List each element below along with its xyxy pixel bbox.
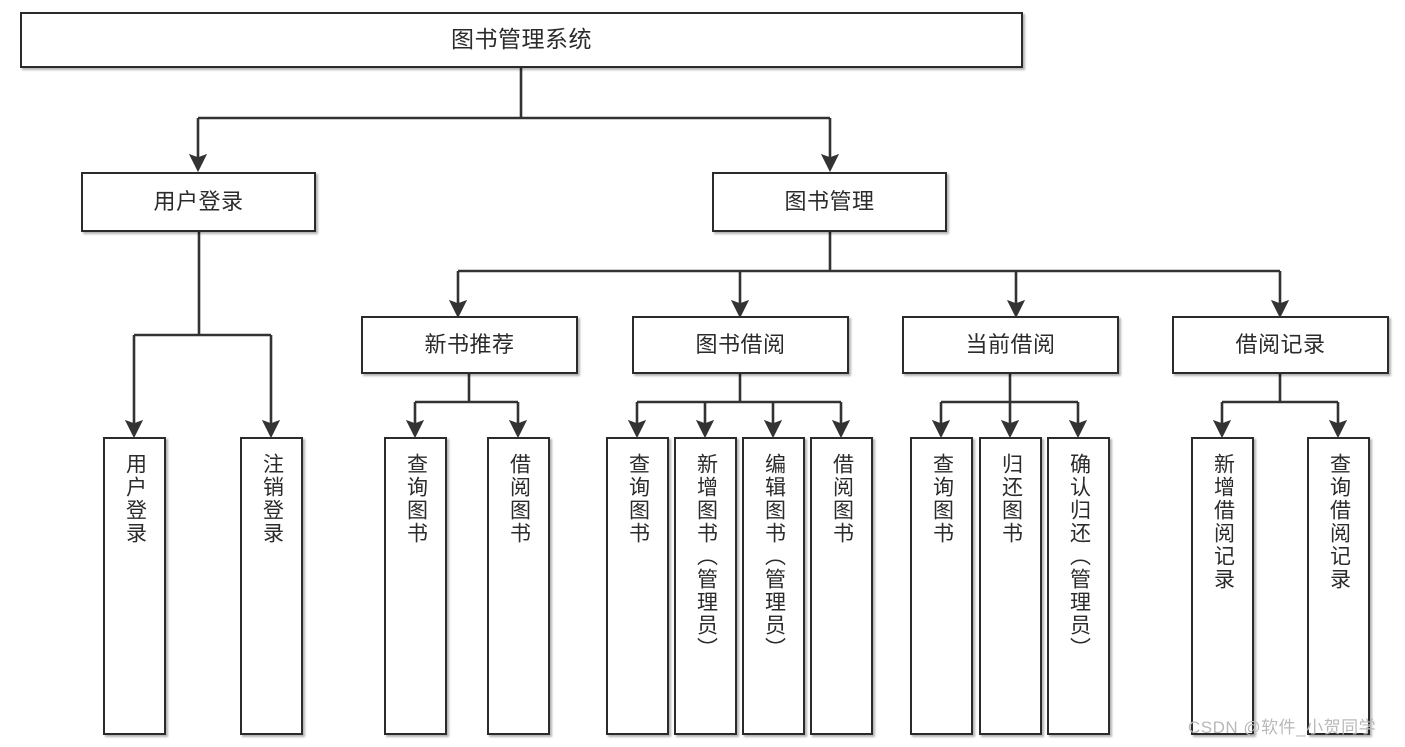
- node-label: 图书管理: [784, 188, 875, 214]
- node-label: 新增图书（管理员）: [694, 453, 718, 660]
- leaf-recommend-query-book[interactable]: 查询图书: [384, 437, 447, 735]
- node-book-borrow[interactable]: 图书借阅: [632, 316, 849, 374]
- node-label: 注销登录: [260, 453, 284, 545]
- node-label: 确认归还（管理员）: [1067, 453, 1091, 660]
- node-label: 当前借阅: [965, 331, 1056, 357]
- node-label: 用户登录: [153, 188, 244, 214]
- node-label: 借阅图书: [830, 453, 854, 545]
- node-current-borrow[interactable]: 当前借阅: [902, 316, 1119, 374]
- leaf-user-login-login[interactable]: 用户登录: [103, 437, 166, 735]
- node-book-management[interactable]: 图书管理: [712, 172, 947, 232]
- leaf-borrow-query-book[interactable]: 查询图书: [606, 437, 669, 735]
- leaf-current-return-book[interactable]: 归还图书: [979, 437, 1042, 735]
- leaf-borrow-add-book-admin[interactable]: 新增图书（管理员）: [674, 437, 737, 735]
- leaf-current-query-book[interactable]: 查询图书: [910, 437, 973, 735]
- node-label: 查询图书: [404, 453, 428, 545]
- leaf-record-query-record[interactable]: 查询借阅记录: [1307, 437, 1370, 735]
- node-label: 用户登录: [123, 453, 147, 545]
- node-label: 图书借阅: [695, 331, 786, 357]
- leaf-borrow-edit-book-admin[interactable]: 编辑图书（管理员）: [742, 437, 805, 735]
- watermark: CSDN @软件_小贺同学: [1188, 718, 1377, 737]
- leaf-borrow-borrow-book[interactable]: 借阅图书: [810, 437, 873, 735]
- node-label: 查询图书: [930, 453, 954, 545]
- leaf-recommend-borrow-book[interactable]: 借阅图书: [487, 437, 550, 735]
- node-label: 借阅图书: [507, 453, 531, 545]
- leaf-user-login-logout[interactable]: 注销登录: [240, 437, 303, 735]
- node-label: 图书管理系统: [451, 26, 592, 53]
- node-borrow-record[interactable]: 借阅记录: [1172, 316, 1389, 374]
- leaf-record-add-record[interactable]: 新增借阅记录: [1191, 437, 1254, 735]
- node-label: 新增借阅记录: [1211, 453, 1235, 591]
- node-label: 借阅记录: [1235, 331, 1326, 357]
- leaf-current-confirm-return-admin[interactable]: 确认归还（管理员）: [1047, 437, 1110, 735]
- node-root-book-management-system[interactable]: 图书管理系统: [20, 12, 1023, 68]
- node-label: 查询借阅记录: [1327, 453, 1351, 591]
- node-user-login[interactable]: 用户登录: [81, 172, 316, 232]
- node-label: 查询图书: [626, 453, 650, 545]
- node-label: 编辑图书（管理员）: [762, 453, 786, 660]
- node-new-book-recommend[interactable]: 新书推荐: [361, 316, 578, 374]
- node-label: 新书推荐: [424, 331, 515, 357]
- node-label: 归还图书: [999, 453, 1023, 545]
